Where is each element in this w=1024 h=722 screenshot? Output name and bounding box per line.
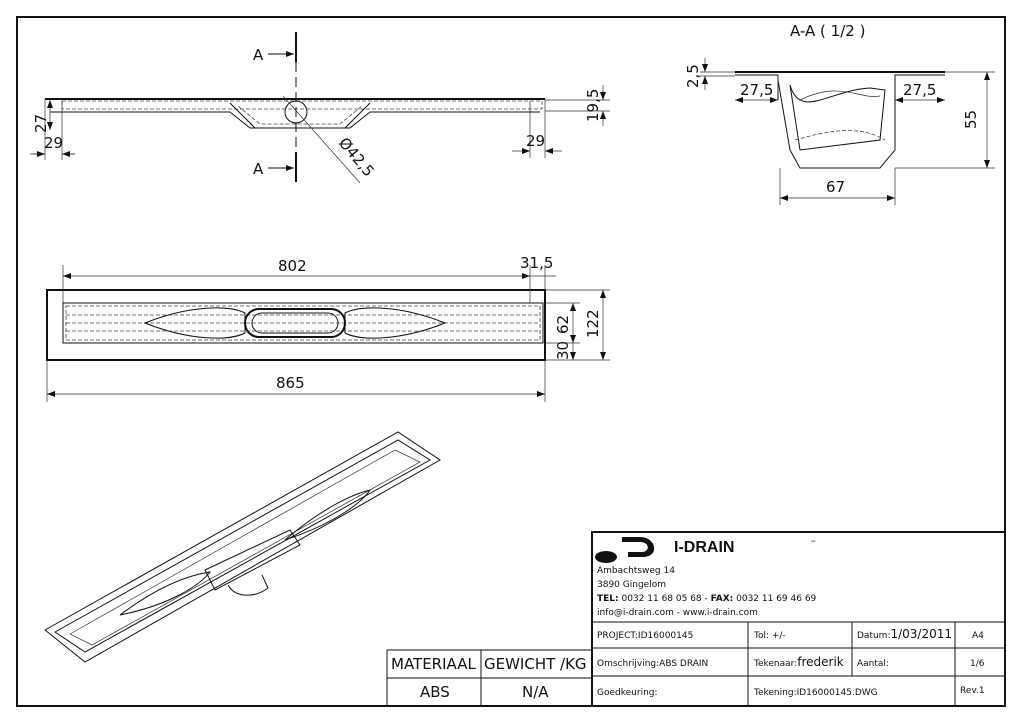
isometric-view <box>44 431 441 663</box>
dim-total-width: 122 <box>584 309 602 338</box>
aantal: Aantal: <box>857 659 889 669</box>
logo-text: I-DRAIN <box>674 539 734 556</box>
logo-tm: ™ <box>810 540 816 547</box>
top-view: 802 31,5 865 62 30 122 <box>46 254 610 402</box>
tolerance: Tol: +/- <box>753 631 786 641</box>
dim-side-margin: 30 <box>554 341 572 360</box>
dim-end-margin: 31,5 <box>520 254 553 272</box>
dim-left-offset: 29 <box>44 134 63 152</box>
section-title: A-A ( 1/2 ) <box>790 22 865 40</box>
goedkeuring: Goedkeuring: <box>597 688 658 698</box>
address-line2: 3890 Gingelom <box>597 580 666 590</box>
sheet-number: 1/6 <box>970 659 985 669</box>
dim-flange-right: 27,5 <box>903 81 936 99</box>
header-materiaal: MATERIAAL <box>391 655 476 673</box>
dim-section-width: 67 <box>826 178 845 196</box>
side-view: A A Ø42,5 27 29 29 19,5 <box>30 32 610 184</box>
dim-flange-left: 27,5 <box>740 81 773 99</box>
contact-web: info@i-drain.com - www.i-drain.com <box>597 608 758 618</box>
tekening-file: Tekening:ID16000145.DWG <box>753 688 878 698</box>
i-drain-logo: I-DRAIN ™ <box>595 537 816 563</box>
revision: Rev.1 <box>960 686 985 696</box>
material-table: MATERIAAL GEWICHT /KG ABS N/A <box>386 649 593 707</box>
value-materiaal: ABS <box>420 683 450 701</box>
dim-depth: 19,5 <box>584 89 602 122</box>
value-gewicht: N/A <box>522 683 549 701</box>
header-gewicht: GEWICHT /KG <box>484 655 587 673</box>
section-view: A-A ( 1/2 ) 2,5 27,5 27,5 55 67 <box>684 22 995 205</box>
tekenaar: Tekenaar:frederik <box>753 655 844 669</box>
title-block: I-DRAIN ™ Ambachtsweg 14 3890 Gingelom T… <box>591 531 1006 707</box>
project-number: PROJECT:ID16000145 <box>597 631 693 641</box>
omschrijving: Omschrijving:ABS DRAIN <box>597 659 708 669</box>
address-line1: Ambachtsweg 14 <box>597 566 675 576</box>
dim-height-27: 27 <box>32 114 50 133</box>
dim-outlet-diameter: Ø42,5 <box>335 134 378 180</box>
dim-total-length: 865 <box>276 374 305 392</box>
cut-label-bottom: A <box>253 160 264 178</box>
paper-format: A4 <box>972 631 984 641</box>
dim-inner-width: 62 <box>554 315 572 334</box>
contact-phone: TEL: 0032 11 68 05 68 - FAX: 0032 11 69 … <box>597 594 817 604</box>
cut-label-top: A <box>253 46 264 64</box>
dim-section-height: 55 <box>962 110 980 129</box>
dim-top-thickness: 2,5 <box>684 64 702 88</box>
page-border <box>16 16 1006 707</box>
dim-right-offset: 29 <box>526 132 545 150</box>
datum: Datum:1/03/2011 <box>857 627 952 641</box>
dim-inner-length: 802 <box>278 257 307 275</box>
